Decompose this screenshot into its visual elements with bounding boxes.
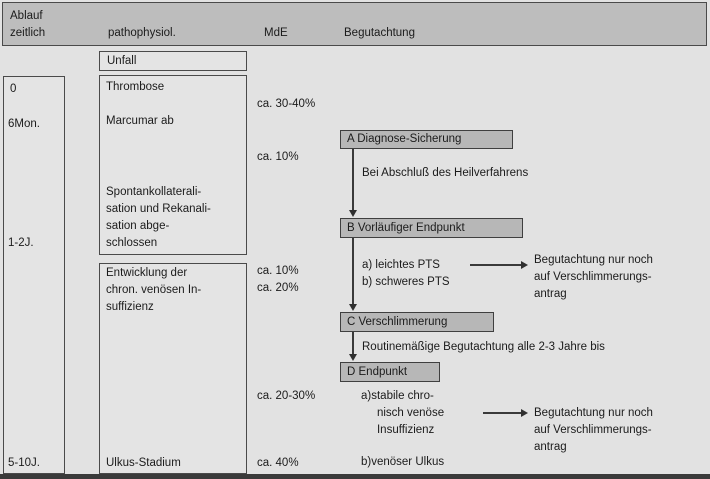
flow-box-a: A Diagnose-Sicherung: [340, 130, 513, 149]
flow-box-b: B Vorläufiger Endpunkt: [340, 218, 523, 238]
marcumar-label: Marcumar ab: [106, 115, 174, 127]
flow-box-d-label: D Endpunkt: [347, 365, 408, 378]
arrow-d-outcome-line: [483, 412, 521, 414]
timeline-label-1-2j: 1-2J.: [8, 237, 34, 249]
mde-value-6: ca. 40%: [257, 457, 299, 469]
spontankollateralisation-label: Spontankollaterali- sation und Rekanali-…: [106, 186, 211, 249]
mde-value-1: ca. 30-40%: [257, 98, 316, 110]
header-col-time: Ablauf zeitlich: [10, 10, 46, 39]
header-col-patho: pathophysiol.: [108, 27, 176, 39]
outcome-pts-text: Begutachtung nur noch auf Verschlimmerun…: [534, 254, 653, 300]
flow-box-a-label: A Diagnose-Sicherung: [347, 133, 462, 145]
arrow-c-to-d-head-icon: [349, 354, 357, 361]
d-option-b: b)venöser Ulkus: [361, 456, 445, 468]
note-a-to-b: Bei Abschluß des Heilverfahrens: [362, 167, 529, 179]
ulkus-stadium-label: Ulkus-Stadium: [106, 457, 181, 469]
patho-box-1: [99, 75, 247, 255]
unfall-label: Unfall: [107, 54, 137, 67]
arrow-a-to-b-line: [352, 149, 354, 210]
flow-box-b-label: B Vorläufiger Endpunkt: [347, 221, 465, 234]
pts-options: a) leichtes PTS b) schweres PTS: [362, 259, 450, 288]
flow-box-d: D Endpunkt: [340, 362, 440, 382]
timeline-label-6mon: 6Mon.: [8, 118, 40, 130]
bottom-edge-bar: [0, 474, 710, 479]
d-option-a: a)stabile chro- nisch venöse Insuffizien…: [361, 390, 445, 436]
timeline-label-0: 0: [10, 83, 17, 95]
arrow-c-to-d-line: [352, 332, 354, 354]
outcome-d-text: Begutachtung nur noch auf Verschlimmerun…: [534, 407, 653, 453]
mde-value-4: ca. 20%: [257, 282, 299, 294]
timeline-box: [3, 76, 65, 474]
arrow-pts-outcome-line: [470, 264, 521, 266]
entwicklung-label: Entwicklung der chron. venösen In- suffi…: [106, 267, 202, 313]
unfall-box: Unfall: [99, 51, 247, 71]
patho-box-2: [99, 263, 247, 474]
arrow-pts-outcome-head-icon: [521, 261, 528, 269]
header-col-mde: MdE: [264, 27, 288, 39]
header-band: [2, 2, 707, 46]
thrombose-label: Thrombose: [106, 81, 165, 93]
note-c-to-d: Routinemäßige Begutachtung alle 2-3 Jahr…: [362, 341, 605, 353]
arrow-a-to-b-head-icon: [349, 210, 357, 217]
arrow-b-to-c-line: [352, 238, 354, 304]
flow-box-c-label: C Verschlimmerung: [347, 315, 448, 328]
flow-box-c: C Verschlimmerung: [340, 312, 494, 332]
timeline-label-5-10j: 5-10J.: [8, 457, 40, 469]
arrow-b-to-c-head-icon: [349, 304, 357, 311]
arrow-d-outcome-head-icon: [521, 409, 528, 417]
mde-value-5: ca. 20-30%: [257, 390, 316, 402]
header-col-begutachtung: Begutachtung: [344, 27, 415, 39]
mde-value-2: ca. 10%: [257, 151, 299, 163]
mde-value-3: ca. 10%: [257, 265, 299, 277]
